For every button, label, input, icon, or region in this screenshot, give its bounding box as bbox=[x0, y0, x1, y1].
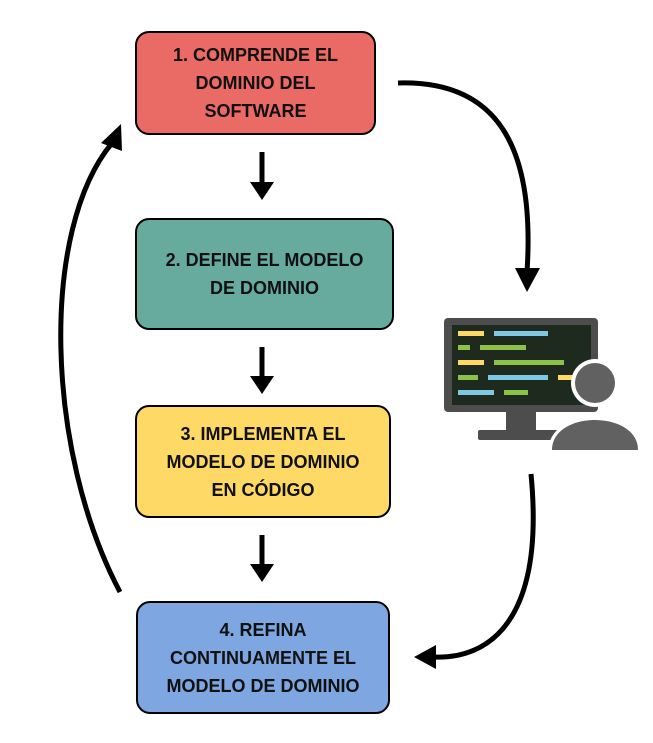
step-1-line-3: SOFTWARE bbox=[204, 101, 307, 121]
step-3-line-2: MODELO DE DOMINIO bbox=[166, 451, 360, 472]
step-2-line-2: DE DOMINIO bbox=[209, 278, 319, 298]
feedback-loop-arrow bbox=[58, 124, 123, 594]
step-2-define-model: 2. DEFINE EL MODELO DE DOMINIO bbox=[135, 218, 394, 330]
developer-at-computer-icon bbox=[444, 318, 642, 452]
step-3-implement-model: 3. IMPLEMENTA EL MODELO DE DOMINIO EN CÓ… bbox=[135, 405, 391, 518]
monitor-icon bbox=[444, 318, 598, 440]
arrow-step2-to-step3 bbox=[250, 347, 274, 394]
arrow-step3-to-step4 bbox=[250, 535, 274, 582]
step-3-line-3: EN CÓDIGO bbox=[211, 479, 315, 500]
step-4-line-2: CONTINUAMENTE EL bbox=[170, 647, 356, 668]
step-2-line-1: 2. DEFINE EL MODELO bbox=[165, 250, 364, 270]
person-icon bbox=[548, 359, 642, 452]
arrow-step1-to-step2 bbox=[250, 152, 274, 200]
step-4-line-3: MODELO DE DOMINIO bbox=[166, 675, 360, 696]
step-4-refine-model: 4. REFINA CONTINUAMENTE EL MODELO DE DOM… bbox=[136, 601, 390, 714]
step-1-understand-domain: 1. COMPRENDE EL DOMINIO DEL SOFTWARE bbox=[135, 31, 376, 135]
arrow-step1-to-developer bbox=[397, 80, 540, 292]
step-3-line-1: 3. IMPLEMENTA EL bbox=[180, 423, 346, 444]
step-4-line-1: 4. REFINA bbox=[219, 619, 307, 640]
arrow-developer-to-step4 bbox=[414, 473, 536, 669]
step-1-line-2: DOMINIO DEL bbox=[195, 73, 316, 93]
step-1-line-1: 1. COMPRENDE EL bbox=[172, 45, 339, 65]
